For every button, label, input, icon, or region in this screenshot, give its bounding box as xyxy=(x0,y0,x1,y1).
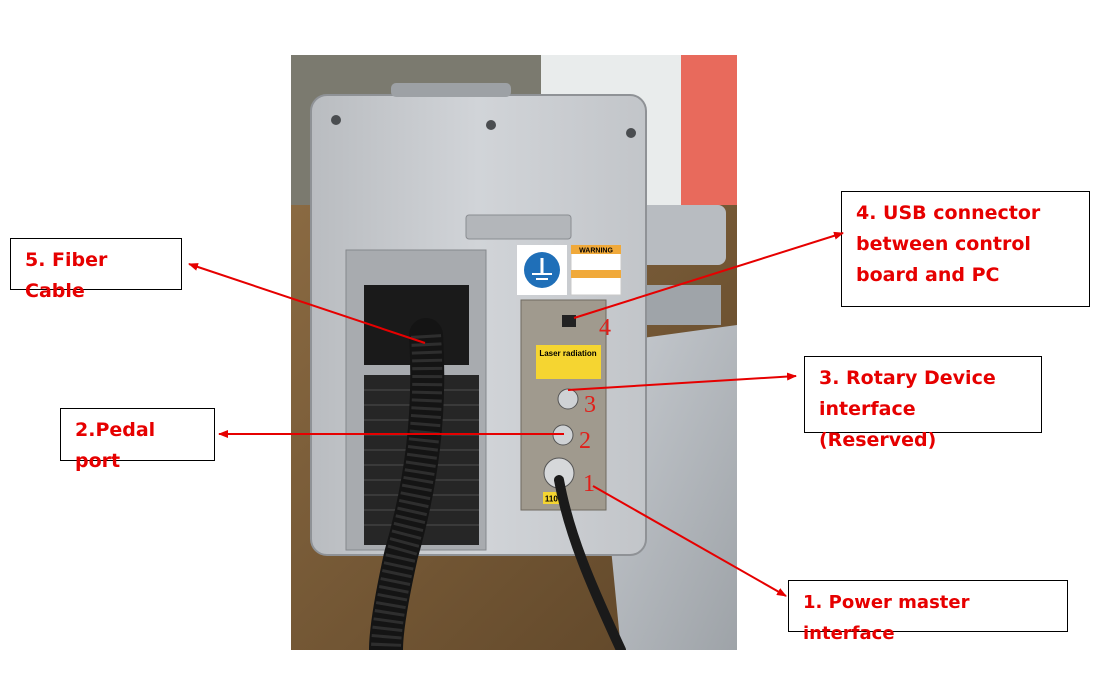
screw xyxy=(331,115,341,125)
power-cable xyxy=(554,475,626,650)
usb-port xyxy=(562,315,576,327)
panel-number-2: 2 xyxy=(579,428,591,454)
voltage-label: 110V xyxy=(545,495,564,504)
laser-machine-photo: WARNING Laser radiation 110V 4 3 2 1 xyxy=(291,55,737,650)
screw xyxy=(626,128,636,138)
panel-numbers: 4 3 2 1 xyxy=(579,315,611,497)
panel-number-1: 1 xyxy=(583,471,595,497)
callout-usb-connector: 4. USB connector between control board a… xyxy=(841,191,1090,307)
laser-radiation-text: Laser radiation xyxy=(539,349,596,358)
pedal-port-connector xyxy=(552,424,574,446)
panel-number-3: 3 xyxy=(584,392,596,418)
warning-sticker-title: WARNING xyxy=(579,248,613,255)
screw xyxy=(486,120,496,130)
callout-pedal-port: 2.Pedal port xyxy=(60,408,215,472)
callout-power-master: 1. Power master interface xyxy=(788,580,1068,644)
handle xyxy=(391,83,511,97)
rotary-port xyxy=(557,388,579,410)
panel-number-4: 4 xyxy=(599,315,611,341)
callout-rotary-device: 3. Rotary Device interface (Reserved) xyxy=(804,356,1042,451)
top-plate xyxy=(465,214,572,240)
laser-radiation-sticker xyxy=(536,345,601,379)
fiber-cable-ribs xyxy=(371,334,443,650)
callout-fiber-cable: 5. Fiber Cable xyxy=(10,238,182,302)
